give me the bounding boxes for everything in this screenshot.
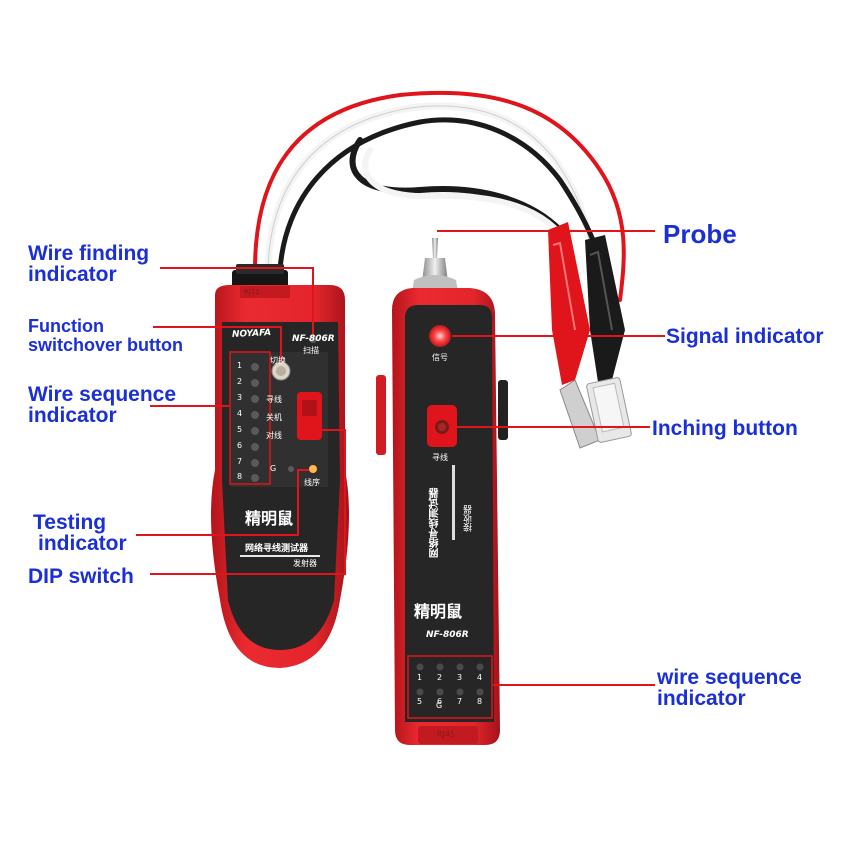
receiver-ground-label: G xyxy=(436,701,443,710)
receiver-number-2: 2 xyxy=(437,673,443,682)
receiver-device xyxy=(376,238,508,745)
transmitter-led-column xyxy=(251,363,259,482)
transmitter-sequence-label: 线序 xyxy=(304,478,320,487)
transmitter-number-4: 4 xyxy=(237,409,243,418)
label-function-switchover-button-line1: Function xyxy=(28,316,104,336)
label-wire-sequence-indicator-line2: indicator xyxy=(28,404,117,427)
transmitter-logo: 精明鼠 xyxy=(245,509,294,528)
receiver-model: NF-806R xyxy=(426,630,469,640)
alligator-clips xyxy=(548,222,625,385)
transmitter-number-7: 7 xyxy=(237,457,243,466)
transmitter-number-8: 8 xyxy=(237,472,243,481)
label-wire-finding-indicator-line2: indicator xyxy=(28,263,117,286)
receiver-led-grid xyxy=(416,663,484,696)
label-testing-indicator-line2: indicator xyxy=(38,532,127,555)
receiver-number-7: 7 xyxy=(457,697,463,706)
receiver-rj45: RJ45 xyxy=(437,730,456,739)
transmitter-mode-pair: 对线 xyxy=(266,431,282,440)
transmitter-switch-label: 切换 xyxy=(270,356,286,365)
transmitter-number-2: 2 xyxy=(237,377,243,386)
transmitter-mode-off: 关机 xyxy=(266,413,282,422)
transmitter-mode-find: 寻线 xyxy=(266,395,282,404)
transmitter-model: NF-806R xyxy=(292,334,335,344)
receiver-number-5: 5 xyxy=(417,697,423,706)
transmitter-ground-label: G xyxy=(270,464,277,473)
cables xyxy=(253,90,626,324)
label-function-switchover-button-line2: switchover button xyxy=(28,335,184,355)
label-signal-indicator: Signal indicator xyxy=(666,325,824,348)
leader-lines xyxy=(136,230,665,686)
transmitter-number-6: 6 xyxy=(237,441,243,450)
receiver-unit-type: 接收器 xyxy=(464,505,474,532)
label-inching-button: Inching button xyxy=(652,417,798,440)
label-wire-sequence-right-line1: wire sequence xyxy=(657,666,802,689)
receiver-signal-label: 信号 xyxy=(432,353,448,362)
label-wire-finding-indicator-line1: Wire finding xyxy=(28,242,150,265)
label-testing-indicator-line1: Testing xyxy=(33,511,107,534)
receiver-number-4: 4 xyxy=(477,673,483,682)
receiver-number-6: 6 xyxy=(437,697,443,706)
receiver-logo: 精明鼠 xyxy=(414,602,463,621)
label-probe: Probe xyxy=(663,219,737,249)
receiver-number-8: 8 xyxy=(477,697,483,706)
transmitter-number-3: 3 xyxy=(237,393,243,402)
transmitter-number-5: 5 xyxy=(237,425,243,434)
rj-plugs xyxy=(559,377,632,449)
transmitter-scan-label: 扫描 xyxy=(303,346,319,355)
transmitter-product-name: 网络寻线测试器 xyxy=(245,544,309,554)
transmitter-brand: NOYAFA xyxy=(231,327,272,341)
receiver-number-3: 3 xyxy=(457,673,463,682)
transmitter-number-1: 1 xyxy=(237,361,243,370)
receiver-number-1: 1 xyxy=(417,673,423,682)
label-wire-sequence-indicator-line1: Wire sequence xyxy=(28,383,177,406)
receiver-product-name: 网络寻线测试器 xyxy=(430,488,441,558)
transmitter-unit-type: 发射器 xyxy=(293,559,317,568)
transmitter-rj11: RJ11 xyxy=(244,288,260,296)
receiver-find-label: 寻线 xyxy=(432,453,448,462)
label-dip-switch: DIP switch xyxy=(28,565,134,588)
transmitter-device xyxy=(211,264,349,668)
label-wire-sequence-right-line2: indicator xyxy=(657,687,746,710)
